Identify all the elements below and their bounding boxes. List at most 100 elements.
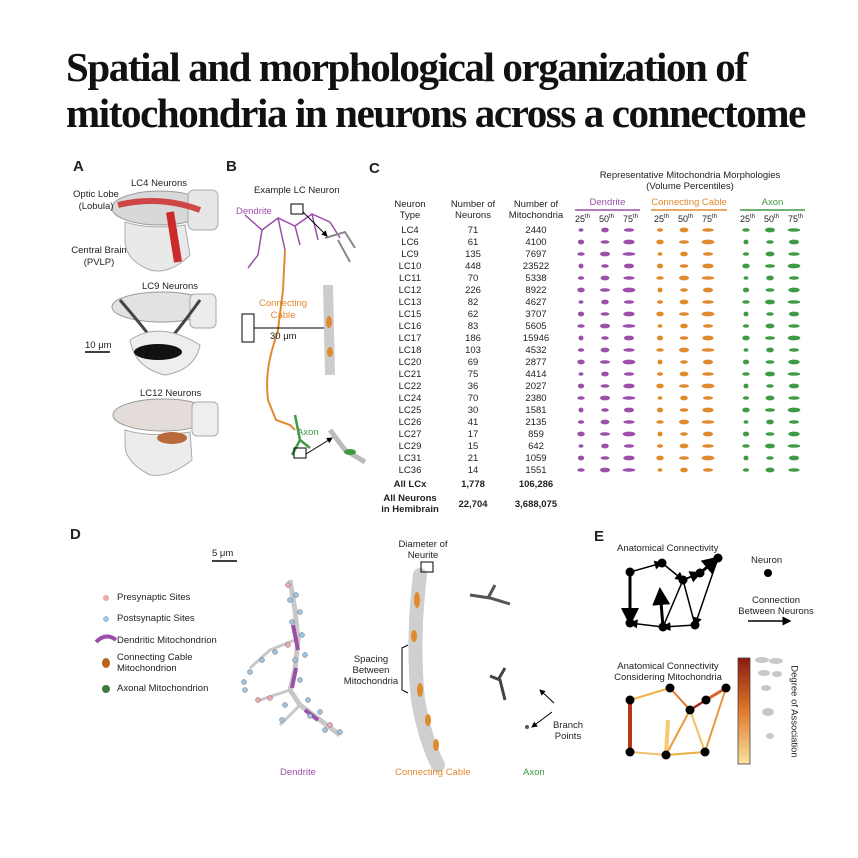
- mito-morph: [766, 275, 774, 281]
- percentile-header: 25th: [654, 214, 670, 224]
- mito-morph: [623, 228, 635, 232]
- mito-morph: [600, 395, 610, 401]
- mito-morph: [577, 359, 585, 365]
- mito-morph: [600, 312, 610, 316]
- col-neurons-header: Number of Neurons: [450, 199, 496, 221]
- mito-morph: [578, 300, 584, 304]
- mito-morph: [765, 264, 775, 268]
- mito-morph: [680, 395, 688, 401]
- postsynaptic-site: [282, 702, 288, 708]
- mito-morph: [577, 431, 585, 437]
- postsynaptic-site: [287, 597, 293, 603]
- mito-morph: [622, 287, 636, 293]
- mito-morph: [766, 456, 774, 460]
- association-colorbar: [737, 657, 751, 765]
- mito-morph: [787, 300, 801, 304]
- panel-c-letter: C: [369, 160, 380, 177]
- cell-neurons: 69: [467, 357, 479, 368]
- mito-morph: [742, 287, 750, 293]
- cell-type: LC18: [398, 345, 422, 356]
- cell-type: LC12: [398, 285, 422, 296]
- mito-morph: [788, 383, 800, 389]
- mito-morph: [702, 252, 714, 256]
- cell-neurons: 41: [467, 417, 479, 428]
- postsynaptic-site: [242, 687, 248, 693]
- cell-neurons: 82: [467, 297, 479, 308]
- mito-morph: [702, 287, 714, 293]
- mito-morph: [702, 335, 714, 341]
- dend-mito-swatch: [94, 634, 118, 644]
- cell-mito: 4414: [525, 369, 547, 380]
- lc12-brain-render: [112, 398, 219, 476]
- mito-morph: [623, 263, 635, 269]
- mito-morph: [601, 408, 609, 412]
- morph-heading-1: Representative Mitochondria Morphologies: [599, 170, 781, 181]
- mito-morph: [679, 443, 689, 449]
- mito-morph: [788, 252, 800, 256]
- mito-morph: [702, 396, 714, 400]
- mito-morph: [577, 311, 585, 317]
- mito-morph: [656, 444, 664, 448]
- mito-morph: [787, 263, 801, 269]
- cell-type: LC13: [398, 297, 422, 308]
- mito-morph: [600, 240, 610, 244]
- mito-morph: [623, 407, 635, 413]
- cell-mito: 2027: [525, 381, 547, 392]
- mito-morph: [622, 252, 636, 256]
- legend-cable-2: Mitochondrion: [117, 663, 177, 674]
- mito-morph: [787, 372, 801, 376]
- presynaptic-site: [255, 697, 261, 703]
- mito-morph: [765, 443, 775, 449]
- cell-neurons: 62: [467, 309, 479, 320]
- mito-morph: [742, 407, 750, 413]
- mito-morph: [657, 252, 663, 256]
- legend-postsyn: Postsynaptic Sites: [117, 613, 195, 624]
- mito-morph: [787, 335, 801, 341]
- percentile-header: 25th: [740, 214, 756, 224]
- mito-morph: [765, 360, 775, 364]
- mito-morph: [742, 444, 750, 448]
- postsynaptic-site: [307, 713, 313, 719]
- connectivity-network: [621, 553, 723, 632]
- postsynaptic-site: [302, 652, 308, 658]
- mito-morph: [623, 372, 635, 376]
- mito-morph: [657, 468, 663, 472]
- mito-morph: [578, 335, 584, 341]
- cell-neurons: 186: [465, 333, 481, 344]
- mito-morph: [743, 311, 749, 317]
- mito-morph: [657, 396, 663, 400]
- cell-mito: 4532: [525, 345, 547, 356]
- mito-morph: [743, 455, 749, 461]
- mito-morph: [742, 300, 750, 304]
- postsynaptic-site: [299, 632, 305, 638]
- mito-morph: [679, 336, 689, 340]
- example-neuron-title: Example LC Neuron: [254, 185, 340, 196]
- mito-morph: [742, 359, 750, 365]
- mito-morph: [679, 240, 689, 244]
- mito-connectivity-network: [625, 683, 731, 760]
- mito-morph: [623, 276, 635, 280]
- cell-type: LC24: [398, 393, 422, 404]
- total-lcx-row: All LCx 1,778 106,286: [393, 479, 554, 490]
- cell-mito: 7697: [525, 249, 547, 260]
- cell-type: LC9: [401, 249, 419, 260]
- postsynaptic-site: [292, 657, 298, 663]
- mito-morph: [679, 275, 689, 281]
- percentile-header: 75th: [702, 214, 718, 224]
- postsynaptic-site: [289, 619, 295, 625]
- cell-neurons: 103: [465, 345, 481, 356]
- mito-morph: [623, 383, 635, 389]
- mito-morph: [788, 287, 800, 293]
- dendrite-b-label: Dendrite: [236, 206, 272, 217]
- mito-morph: [680, 251, 688, 257]
- presynaptic-site: [267, 695, 273, 701]
- mito-morph: [702, 444, 714, 448]
- cell-mito: 1059: [525, 453, 547, 464]
- mito-morph: [787, 228, 801, 232]
- panel-e-letter: E: [594, 528, 605, 545]
- mito-morph: [765, 299, 775, 305]
